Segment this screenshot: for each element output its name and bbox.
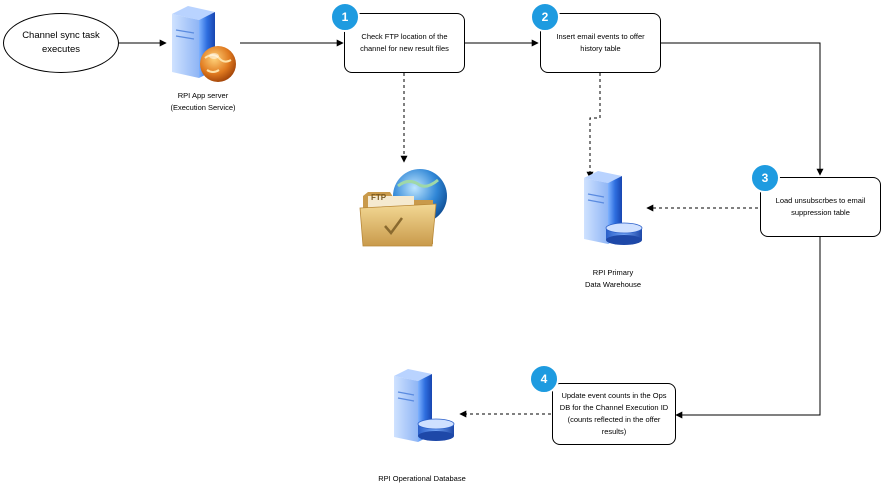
step-2-number: 2 [541, 10, 549, 24]
step-1-badge: 1 [330, 2, 360, 32]
ops-db-server-icon [394, 369, 455, 442]
ftp-folder-icon [359, 169, 447, 247]
warehouse-server-icon [584, 171, 643, 245]
start-label: Channel sync task executes [22, 29, 100, 55]
step-1-text: Check FTP location of the channel for ne… [360, 32, 449, 53]
arrow-step3-to-step4 [675, 237, 821, 419]
step-4-badge: 4 [529, 364, 559, 394]
step-2-box: Insert email events to offer history tab… [540, 13, 661, 73]
step-4-box: Update event counts in the Ops DB for th… [552, 383, 676, 445]
arrow-step2-to-step3 [661, 42, 824, 176]
arrow-step2-to-warehouse [586, 73, 601, 179]
app-server-caption: RPI App server (Execution Service) [155, 90, 251, 115]
step-1-number: 1 [341, 10, 349, 24]
app-server-icon [172, 6, 236, 82]
ops-db-caption: RPI Operational Database [378, 474, 466, 483]
app-server-name: RPI App server [177, 91, 229, 100]
start-node: Channel sync task executes [3, 13, 119, 73]
step-3-number: 3 [761, 171, 769, 185]
step-4-number: 4 [540, 372, 548, 386]
app-server-role: (Execution Service) [170, 103, 236, 113]
step-3-box: Load unsubscrbes to email suppression ta… [760, 177, 881, 237]
warehouse-caption: RPI Primary Data Warehouse [565, 267, 661, 292]
step-4-text: Update event counts in the Ops DB for th… [559, 391, 669, 436]
step-3-text: Load unsubscrbes to email suppression ta… [775, 196, 866, 217]
ftp-label: FTP [371, 193, 387, 202]
step-2-badge: 2 [530, 2, 560, 32]
warehouse-caption-line1: RPI Primary [592, 268, 634, 277]
step-2-text: Insert email events to offer history tab… [556, 32, 645, 53]
step-3-badge: 3 [750, 163, 780, 193]
step-1-box: Check FTP location of the channel for ne… [344, 13, 465, 73]
warehouse-caption-line2: Data Warehouse [584, 280, 641, 290]
